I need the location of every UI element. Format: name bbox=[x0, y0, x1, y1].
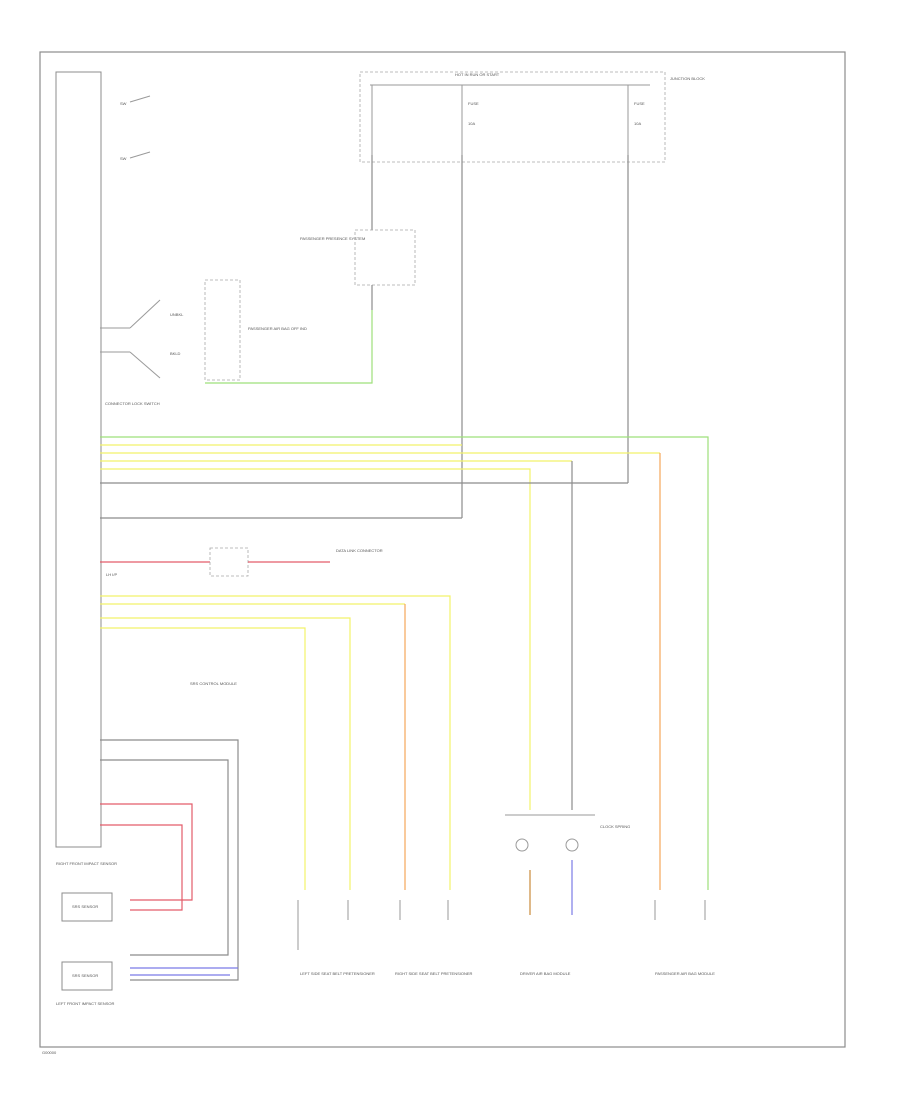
wire-red-sensor-1 bbox=[100, 803, 193, 901]
srs-module-box bbox=[55, 71, 102, 848]
fuse-left-label: FUSE bbox=[468, 101, 479, 106]
fuse-box-note: JUNCTION BLOCK bbox=[670, 76, 705, 81]
unbuckled-label: UNBKL bbox=[170, 312, 184, 317]
buckle-switch-box bbox=[204, 279, 241, 381]
pretensioner-lh-label: LEFT SIDE SEAT BELT PRETENSIONER bbox=[300, 971, 375, 976]
lh-ip-label: LH I/P bbox=[106, 572, 117, 577]
dlc-connector-box bbox=[209, 547, 249, 577]
dlc-label: DATA LINK CONNECTOR bbox=[336, 548, 383, 553]
fuse-left-amps: 10A bbox=[468, 121, 475, 126]
connector-lock-label: CONNECTOR LOCK SWITCH bbox=[105, 401, 160, 406]
fuse-block-label: HOT IN RUN OR START bbox=[455, 72, 500, 77]
seat-belt-sw-1: SW bbox=[120, 101, 127, 106]
switch-1 bbox=[129, 95, 151, 103]
wire-green-presence bbox=[205, 310, 373, 384]
clock-spring-label: CLOCK SPRING bbox=[600, 824, 630, 829]
right-impact-label: RIGHT FRONT IMPACT SENSOR bbox=[56, 861, 117, 866]
wire-gray-sensor-2 bbox=[100, 759, 229, 956]
wire-yellow-p3 bbox=[100, 617, 351, 890]
fuse-block-box bbox=[359, 71, 666, 163]
buckle-switch-1 bbox=[129, 299, 161, 329]
presence-sensor-box bbox=[354, 229, 416, 286]
wire-red-sensor-2 bbox=[100, 824, 183, 911]
fuse-right-label: FUSE bbox=[634, 101, 645, 106]
diagram-frame bbox=[39, 51, 846, 1048]
sensor-block-2 bbox=[61, 961, 113, 991]
sensor-block-1-label: SRS SENSOR bbox=[72, 904, 98, 909]
module-note: SRS CONTROL MODULE bbox=[190, 681, 237, 686]
sensor-block-2-label: SRS SENSOR bbox=[72, 973, 98, 978]
wire-yellow-clock bbox=[100, 468, 531, 810]
fuse-right-amps: 10A bbox=[634, 121, 641, 126]
passenger-airbag-label: PASSENGER AIR BAG MODULE bbox=[655, 971, 715, 976]
clock-spring-coil-1 bbox=[515, 838, 529, 852]
wire-yellow-p1 bbox=[100, 595, 451, 890]
wire-green-main bbox=[100, 436, 709, 890]
seat-belt-sw-2: SW bbox=[120, 156, 127, 161]
driver-airbag-label: DRIVER AIR BAG MODULE bbox=[520, 971, 571, 976]
pretensioner-rh-label: RIGHT SIDE SEAT BELT PRETENSIONER bbox=[395, 971, 473, 976]
wire-gray-sensor-1 bbox=[100, 739, 239, 981]
page-label: G00000 bbox=[42, 1050, 57, 1055]
presence-label: PASSENGER PRESENCE SYSTEM bbox=[300, 236, 365, 241]
switch-2 bbox=[129, 151, 151, 159]
sensor-block-1 bbox=[61, 892, 113, 922]
indicator-label: PASSENGER AIR BAG OFF IND bbox=[248, 326, 307, 331]
buckle-switch-2 bbox=[129, 351, 161, 379]
wire-yellow-p4 bbox=[100, 627, 306, 890]
left-impact-label: LEFT FRONT IMPACT SENSOR bbox=[56, 1001, 114, 1006]
clock-spring-coil-2 bbox=[565, 838, 579, 852]
buckled-label: BKLD bbox=[170, 351, 181, 356]
